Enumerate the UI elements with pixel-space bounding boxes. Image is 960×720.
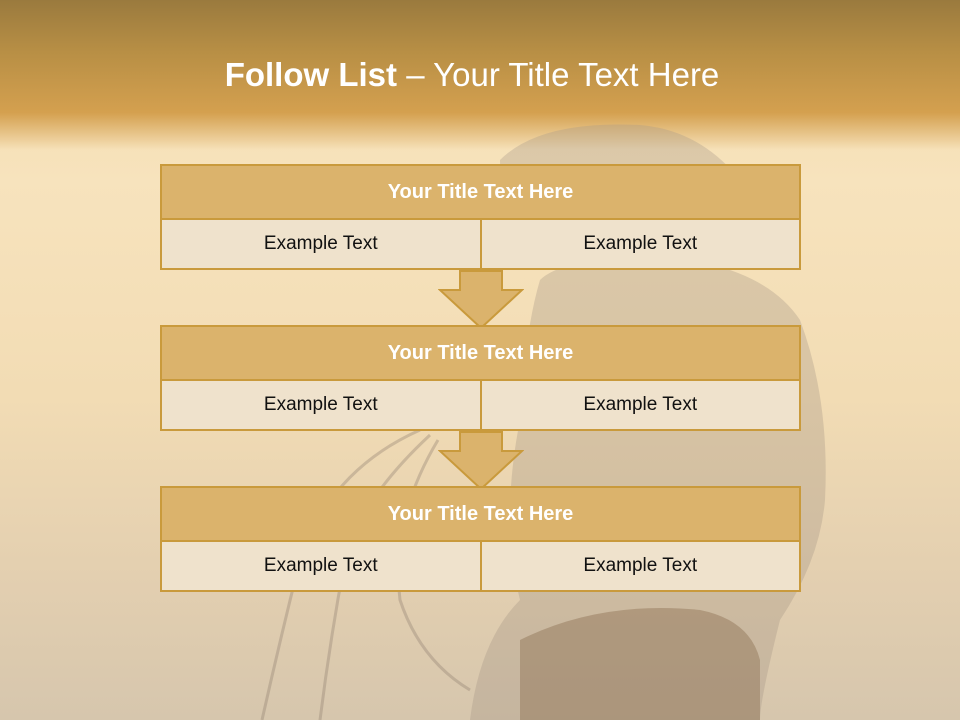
slide-title-rest: – Your Title Text Here <box>397 56 720 93</box>
list-block-3: Your Title Text Here Example Text Exampl… <box>160 486 801 592</box>
block-title: Your Title Text Here <box>160 164 801 220</box>
block-row: Example Text Example Text <box>160 220 801 270</box>
block-title: Your Title Text Here <box>160 486 801 542</box>
block-cell-right: Example Text <box>479 542 800 590</box>
saddle-shape <box>520 608 760 720</box>
block-row: Example Text Example Text <box>160 542 801 592</box>
block-title: Your Title Text Here <box>160 325 801 381</box>
down-arrow-icon <box>438 431 524 491</box>
slide-title-bold: Follow List <box>224 56 398 93</box>
slide-title: Follow List – Your Title Text Here <box>0 56 944 94</box>
header-band <box>0 0 960 150</box>
down-arrow-icon <box>438 270 524 330</box>
list-block-2: Your Title Text Here Example Text Exampl… <box>160 325 801 431</box>
block-cell-left: Example Text <box>263 555 378 576</box>
list-block-1: Your Title Text Here Example Text Exampl… <box>160 164 801 270</box>
block-cell-left: Example Text <box>263 394 378 415</box>
block-row: Example Text Example Text <box>160 381 801 431</box>
block-cell-left: Example Text <box>263 233 378 254</box>
block-cell-right: Example Text <box>479 381 800 429</box>
block-cell-right: Example Text <box>479 220 800 268</box>
